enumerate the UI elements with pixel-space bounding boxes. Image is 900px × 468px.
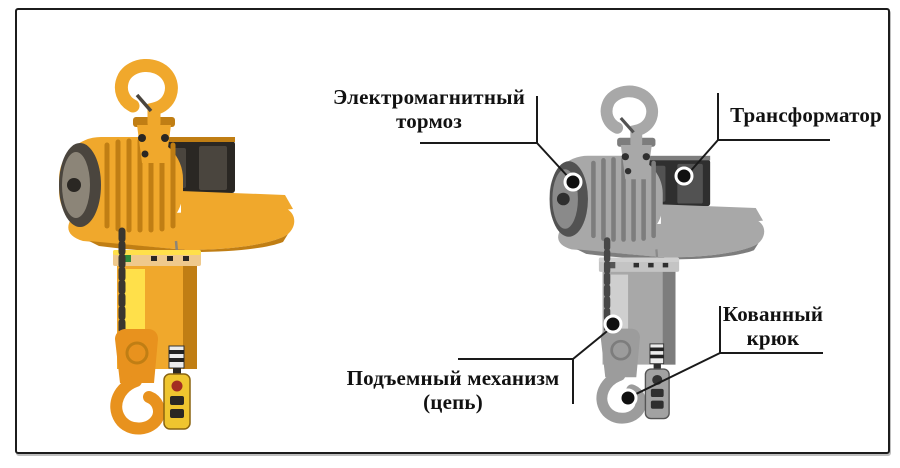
label-forged-hook-line1: Кованный (722, 302, 824, 326)
hoist-color-illustration (55, 25, 305, 445)
label-forged-hook-line2: крюк (746, 326, 800, 350)
label-transformer-text: Трансформатор (730, 103, 882, 127)
label-forged-hook: Кованный крюк (720, 302, 826, 350)
label-lifting-mechanism-line1: Подъемный механизм (346, 366, 560, 390)
label-lifting-mechanism-line2: (цепь) (423, 390, 483, 414)
label-electromagnetic-brake-line2: тормоз (395, 109, 463, 133)
border-frame (15, 8, 890, 454)
label-lifting-mechanism: Подъемный механизм (цепь) (332, 366, 574, 414)
label-electromagnetic-brake: Электромагнитный тормоз (318, 85, 540, 133)
label-transformer: Трансформатор (722, 103, 890, 127)
label-electromagnetic-brake-line1: Электромагнитный (332, 85, 526, 109)
